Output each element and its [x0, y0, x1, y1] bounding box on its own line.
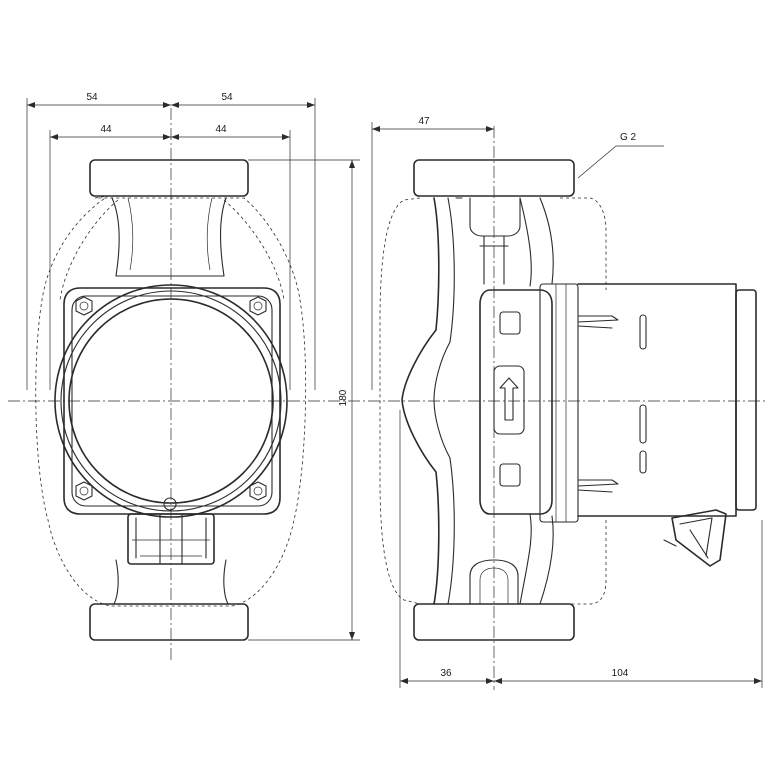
flow-arrow-icon	[499, 377, 519, 421]
side-upper-casting	[455, 197, 554, 287]
side-bottom-port	[469, 559, 519, 605]
side-bottom-flange	[413, 603, 575, 641]
bolt-bottom-left	[75, 481, 93, 501]
thread-label: G 2	[620, 132, 637, 143]
side-view: G 2	[379, 126, 757, 690]
front-envelope-outline	[35, 195, 307, 607]
dimension-44-right-label: 44	[215, 124, 227, 135]
side-motor-slots	[639, 314, 647, 474]
bolt-bottom-right	[249, 481, 267, 501]
dimension-104-label: 104	[612, 668, 629, 679]
side-fin-bottom	[577, 479, 619, 493]
dimension-47: 47	[371, 116, 494, 390]
side-upper-slot	[499, 311, 521, 335]
dimension-36-label: 36	[440, 668, 452, 679]
dimension-44-left-label: 44	[100, 124, 112, 135]
side-cable-gland	[663, 509, 727, 567]
side-control-frame	[539, 283, 579, 523]
side-end-cap	[735, 289, 757, 511]
side-lower-slot	[499, 463, 521, 487]
dimension-44-right: 44	[171, 124, 291, 390]
dimension-180-label: 180	[338, 389, 349, 406]
dimension-104: 104	[494, 520, 763, 688]
dimension-54-right: 54	[171, 92, 316, 390]
bolt-top-left	[75, 296, 93, 316]
side-pump-body	[401, 197, 440, 605]
side-top-port	[469, 197, 521, 237]
front-mount-plate-inner	[71, 295, 273, 507]
thread-leader-line	[577, 145, 617, 179]
front-bottom-flange	[89, 603, 249, 641]
dimension-36: 36	[399, 410, 494, 688]
side-envelope-outline	[379, 197, 421, 605]
dimension-44-left: 44	[49, 124, 171, 390]
front-view	[35, 108, 307, 660]
front-mount-plate	[63, 287, 281, 515]
front-upper-neck-inner	[127, 197, 213, 271]
side-pump-body-inner	[433, 197, 455, 605]
flow-direction-indicator	[493, 365, 525, 435]
side-control-box	[479, 289, 553, 515]
front-lower-neck	[113, 559, 229, 605]
dimension-47-label: 47	[418, 116, 430, 127]
side-control-frame-ribs	[555, 284, 567, 522]
bolt-top-right	[249, 296, 267, 316]
dimension-54-left-label: 54	[86, 92, 98, 103]
front-top-flange	[89, 159, 249, 197]
side-fin-top	[577, 315, 619, 329]
dimension-54-left: 54	[26, 92, 171, 390]
dimension-180-height: 180	[248, 159, 360, 641]
dimension-54-right-label: 54	[221, 92, 233, 103]
side-motor-cylinder	[577, 283, 737, 517]
side-lower-casting	[519, 513, 554, 605]
side-envelope-right	[560, 197, 607, 605]
front-upper-neck	[111, 197, 227, 277]
